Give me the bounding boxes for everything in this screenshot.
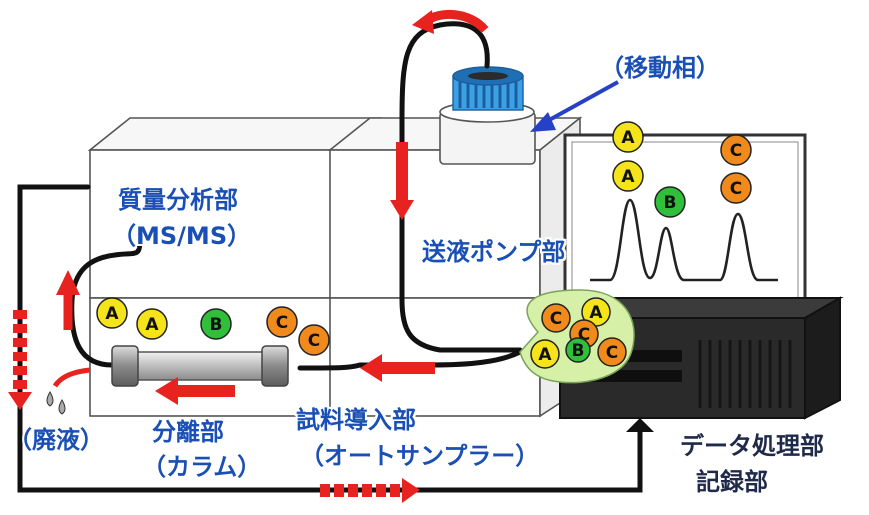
svg-text:B: B xyxy=(572,341,585,361)
svg-text:C: C xyxy=(276,313,288,333)
tubing xyxy=(17,21,643,493)
ms-label: 質量分析部 xyxy=(118,186,238,214)
separation-label: 分離部 xyxy=(152,418,224,446)
component-balls: C A C A B C A A B C C A A B C C xyxy=(96,121,752,369)
pump-unit xyxy=(329,149,541,299)
separation-sub-label: （カラム） xyxy=(142,453,262,481)
pump-label: 送液ポンプ部 xyxy=(422,238,566,266)
svg-text:C: C xyxy=(730,179,742,199)
comp-b-ball: B xyxy=(200,308,232,340)
svg-text:A: A xyxy=(145,315,159,335)
svg-text:C: C xyxy=(730,141,742,161)
comp-c-ball: C xyxy=(541,303,571,333)
comp-b-ball: B xyxy=(565,337,591,363)
chromatogram-trace xyxy=(590,198,778,282)
svg-text:A: A xyxy=(538,345,552,365)
mobile-phase-label: （移動相） xyxy=(600,54,720,82)
svg-text:B: B xyxy=(210,315,223,335)
svg-text:A: A xyxy=(589,303,603,323)
comp-c-ball: C xyxy=(298,324,330,356)
svg-text:C: C xyxy=(550,309,562,329)
comp-c-ball: C xyxy=(597,337,627,367)
comp-a-ball: A xyxy=(136,308,168,340)
comp-c-ball: C xyxy=(720,172,752,204)
data-label: データ処理部 xyxy=(680,432,824,460)
ms-sub-label: （MS/MS） xyxy=(112,222,252,250)
column-icon xyxy=(111,345,289,387)
svg-text:A: A xyxy=(105,304,119,324)
waste-drip-icon xyxy=(46,391,66,415)
flow-arrows xyxy=(8,9,489,503)
mobile-phase-pointer xyxy=(530,80,619,132)
monitor-icon xyxy=(563,133,807,331)
comp-c-ball: C xyxy=(720,134,752,166)
comp-a-ball: A xyxy=(612,160,644,192)
comp-c-ball: C xyxy=(266,306,298,338)
svg-text:A: A xyxy=(621,167,635,187)
svg-text:C: C xyxy=(308,331,320,351)
svg-text:C: C xyxy=(606,343,618,363)
svg-text:B: B xyxy=(664,193,677,213)
comp-b-ball: B xyxy=(654,186,686,218)
comp-a-ball: A xyxy=(581,297,611,327)
injector-label: 試料導入部 xyxy=(296,406,416,434)
waste-label: （廃液） xyxy=(8,426,104,454)
comp-a-ball: A xyxy=(612,121,644,153)
data-arrow xyxy=(626,418,654,432)
ms-unit xyxy=(89,149,341,299)
comp-a-ball: A xyxy=(96,297,128,329)
svg-text:A: A xyxy=(621,128,635,148)
data-sub-label: 記録部 xyxy=(696,468,768,496)
injector-sub-label: （オートサンプラー） xyxy=(300,442,540,470)
comp-a-ball: A xyxy=(530,339,560,369)
solvent-bottle-icon xyxy=(439,66,536,165)
